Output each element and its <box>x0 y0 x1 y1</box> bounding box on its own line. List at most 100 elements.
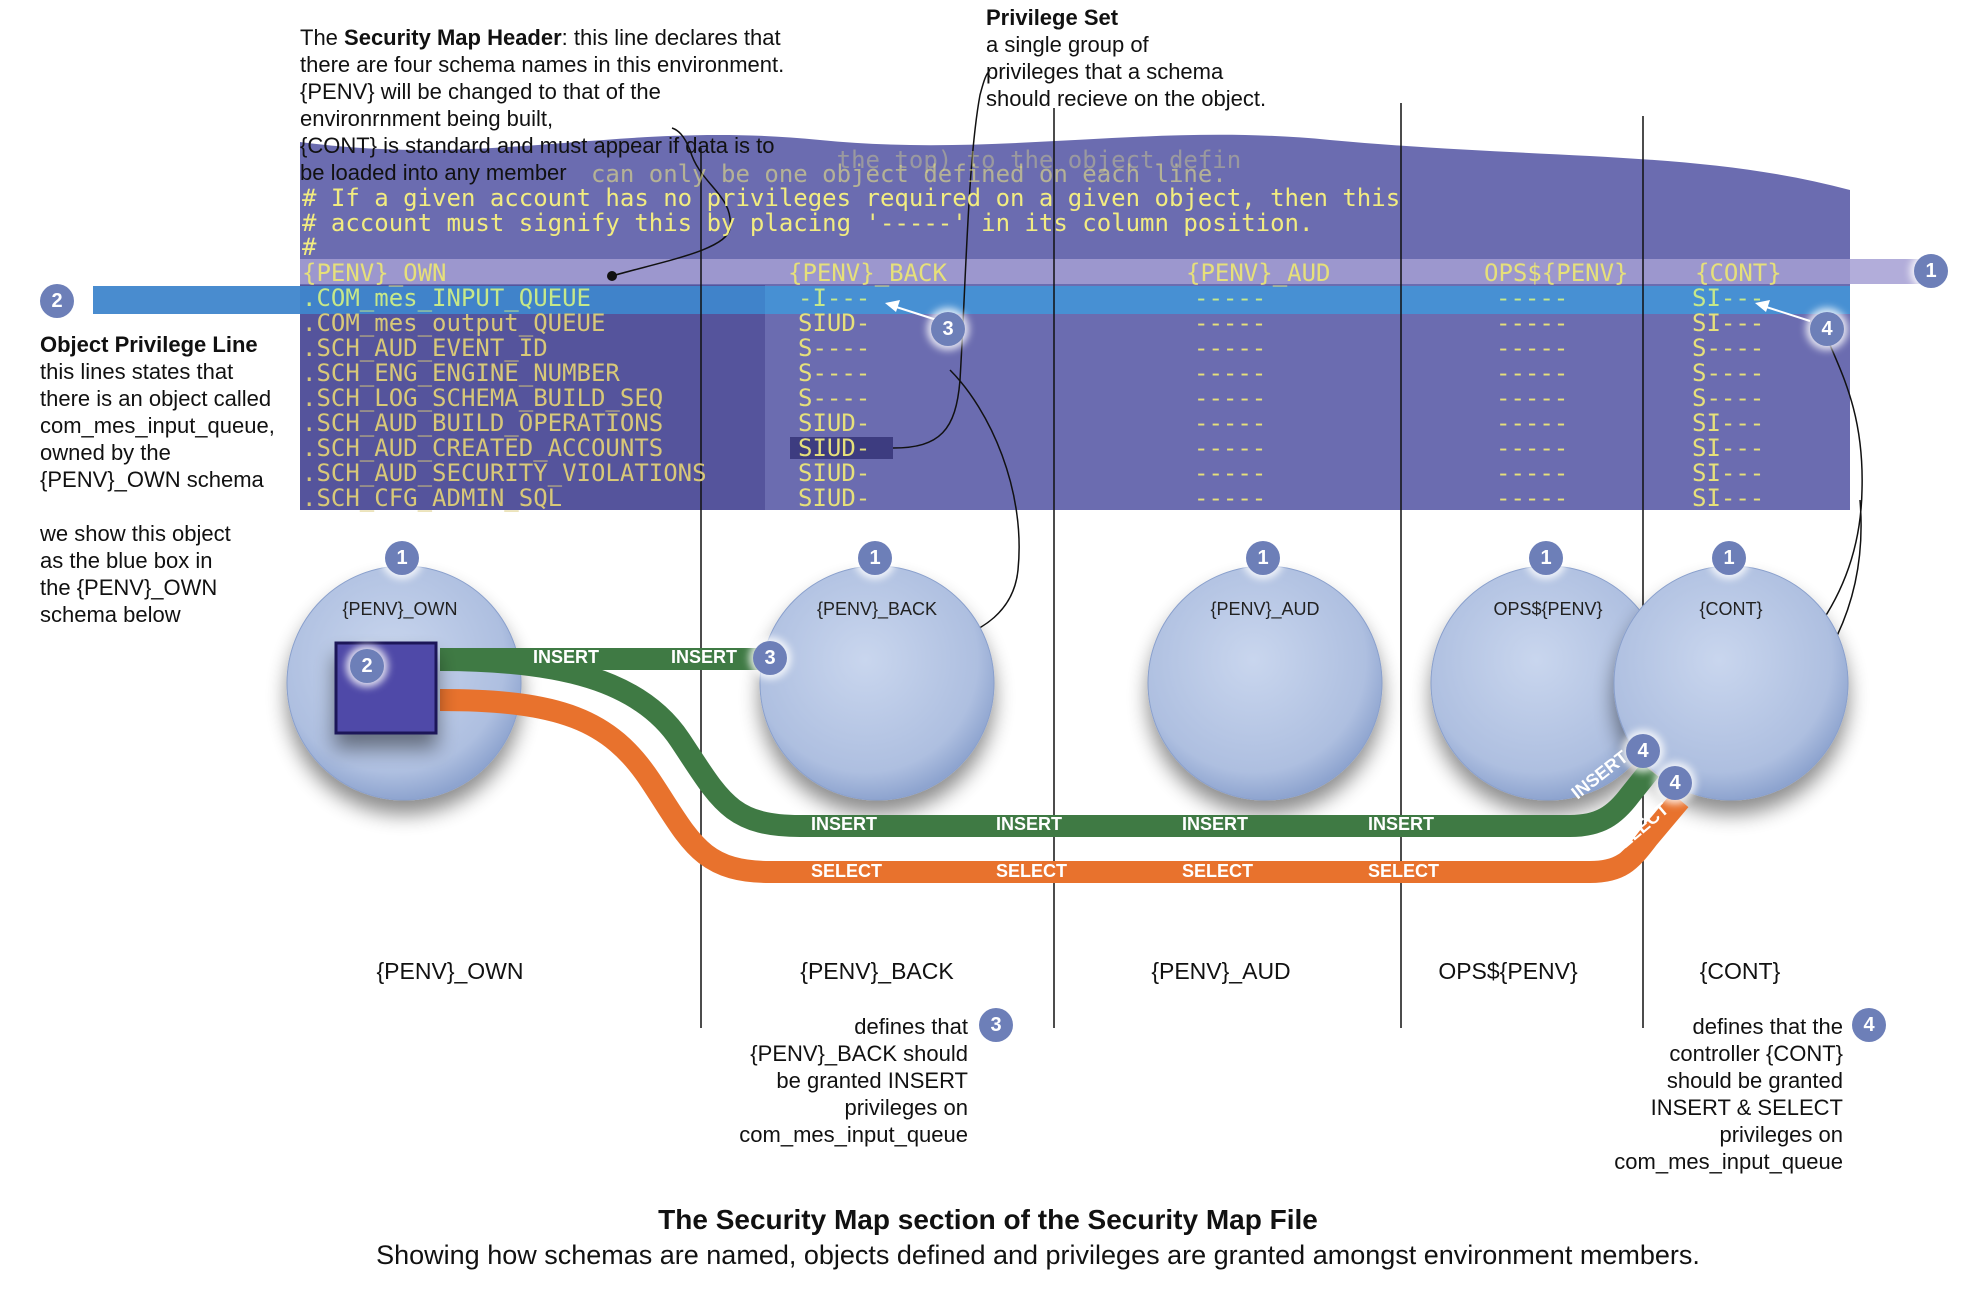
header-col-ops: OPS${PENV} <box>1484 259 1629 287</box>
code-cell-object: .SCH_ENG_ENGINE_NUMBER <box>302 359 620 387</box>
pipe-label-insert: INSERT <box>1182 814 1249 834</box>
code-cell-cont: SI--- <box>1692 309 1765 337</box>
code-cell-object: .SCH_AUD_EVENT_ID <box>302 334 548 362</box>
code-cell-back: -I--- <box>798 284 871 312</box>
defines4-annotation: defines that the controller {CONT} shoul… <box>1614 1014 1843 1174</box>
code-cell-aud: ----- <box>1194 359 1267 387</box>
code-cell-aud: ----- <box>1194 284 1267 312</box>
code-cell-cont: S---- <box>1692 334 1765 362</box>
code-cell-aud: ----- <box>1194 459 1267 487</box>
callout-1: 1 <box>1246 541 1280 575</box>
callout-3: 3 <box>979 1008 1013 1042</box>
code-cell-aud: ----- <box>1194 334 1267 362</box>
code-comment: # <box>302 233 317 261</box>
bottom-label-own: {PENV}_OWN <box>376 958 524 984</box>
header-col-aud: {PENV}_AUD <box>1186 259 1331 287</box>
code-cell-back: SIUD- <box>798 309 871 337</box>
code-cell-back: SIUD- <box>798 484 871 512</box>
code-cell-object: .SCH_CFG_ADMIN_SQL <box>302 484 563 512</box>
header-pointer <box>611 127 731 277</box>
header-pointer-dot <box>607 271 617 281</box>
pipe-label-insert: INSERT <box>1368 814 1435 834</box>
header-col-cont: {CONT} <box>1695 259 1782 287</box>
code-cell-cont: SI--- <box>1692 409 1765 437</box>
code-cell-back: S---- <box>798 334 871 362</box>
code-cell-object: .SCH_AUD_BUILD_OPERATIONS <box>302 409 664 437</box>
code-cell-cont: S---- <box>1692 359 1765 387</box>
code-cell-ops: ----- <box>1496 459 1569 487</box>
code-cell-aud: ----- <box>1194 434 1267 462</box>
header-annotation: The Security Map Header: this line decla… <box>300 25 785 185</box>
caption-title: The Security Map section of the Security… <box>658 1204 1318 1235</box>
pipe-label-insert: INSERT <box>996 814 1063 834</box>
code-cell-aud: ----- <box>1194 409 1267 437</box>
insert-pipe-main <box>439 649 1659 837</box>
code-cell-back: SIUD- <box>798 459 871 487</box>
object-box <box>334 641 438 735</box>
code-cell-object: .COM_mes_output_QUEUE <box>302 309 606 337</box>
pipe-label-select: SELECT <box>1182 861 1254 881</box>
header-col-own: {PENV}_OWN <box>302 259 447 287</box>
code-cell-ops: ----- <box>1496 334 1569 362</box>
code-cell-object: .SCH_LOG_SCHEMA_BUILD_SEQ <box>302 384 664 412</box>
code-cell-aud: ----- <box>1194 384 1267 412</box>
code-comment: can only be one object defined on each l… <box>302 160 1227 188</box>
code-cell-aud: ----- <box>1194 309 1267 337</box>
callout-4: 4 <box>1852 1008 1886 1042</box>
callout-3: 3 <box>931 312 965 346</box>
code-cell-ops: ----- <box>1496 359 1569 387</box>
callout-1: 1 <box>1914 254 1948 288</box>
object-line-band-tail <box>765 286 1850 314</box>
bottom-label-cont: {CONT} <box>1699 958 1781 984</box>
pipe-label-insert: INSERT <box>533 647 600 667</box>
code-cell-back: S---- <box>798 359 871 387</box>
code-cell-cont: SI--- <box>1692 284 1765 312</box>
arrow-3-head <box>885 300 900 312</box>
circle-label-back: {PENV}_BACK <box>816 599 938 619</box>
callout-1: 1 <box>858 541 892 575</box>
pipe-label-insert: INSERT <box>811 814 878 834</box>
header-col-back: {PENV}_BACK <box>788 259 947 287</box>
bottom-label-aud: {PENV}_AUD <box>1151 958 1291 984</box>
callout-1: 1 <box>385 541 419 575</box>
code-cell-ops: ----- <box>1496 434 1569 462</box>
code-cell-back: S---- <box>798 384 871 412</box>
callout-1: 1 <box>1529 541 1563 575</box>
bottom-label-ops: OPS${PENV} <box>1438 958 1578 984</box>
caption-subtitle: Showing how schemas are named, objects d… <box>376 1240 1700 1270</box>
code-cell-ops: ----- <box>1496 384 1569 412</box>
circle-label-own: {PENV}_OWN <box>342 599 458 619</box>
circle-label-aud: {PENV}_AUD <box>1210 599 1320 619</box>
arrow-4 <box>1759 304 1811 322</box>
header-row-band <box>300 259 1935 284</box>
code-cell-cont: SI--- <box>1692 434 1765 462</box>
object-column <box>300 285 765 510</box>
code-comment: # account must signify this by placing '… <box>302 209 1314 237</box>
callout-1: 1 <box>1712 541 1746 575</box>
code-cell-cont: SI--- <box>1692 484 1765 512</box>
privilege-set-annotation: Privilege Set a single group of privileg… <box>986 5 1267 111</box>
callout-2: 2 <box>40 284 74 318</box>
code-cell-ops: ----- <box>1496 284 1569 312</box>
callout-4: 4 <box>1810 312 1844 346</box>
code-cell-object: .COM_mes_INPUT_QUEUE <box>302 284 591 312</box>
code-cell-cont: S---- <box>1692 384 1765 412</box>
circle-label-ops: OPS${PENV} <box>1493 599 1603 619</box>
code-cell-ops: ----- <box>1496 409 1569 437</box>
code-cell-object: .SCH_AUD_SECURITY_VIOLATIONS <box>302 459 707 487</box>
code-cell-aud: ----- <box>1194 484 1267 512</box>
pipe-label-select: SELECT <box>996 861 1068 881</box>
code-cell-ops: ----- <box>1496 484 1569 512</box>
object-line-annotation: Object Privilege Line this lines states … <box>40 332 275 627</box>
pipe-label-insert: INSERT <box>671 647 738 667</box>
select-pipe <box>439 689 1689 883</box>
callout-4: 4 <box>1658 766 1692 800</box>
callout-3: 3 <box>753 641 787 675</box>
privilege-set-box <box>790 437 893 459</box>
code-comment: the top) to the object defin <box>302 146 1242 174</box>
pipe-label-select: SELECT <box>811 861 883 881</box>
callout-2: 2 <box>350 649 384 683</box>
pipe-label-select: SELECT <box>1368 861 1440 881</box>
arrow-3 <box>889 304 941 322</box>
